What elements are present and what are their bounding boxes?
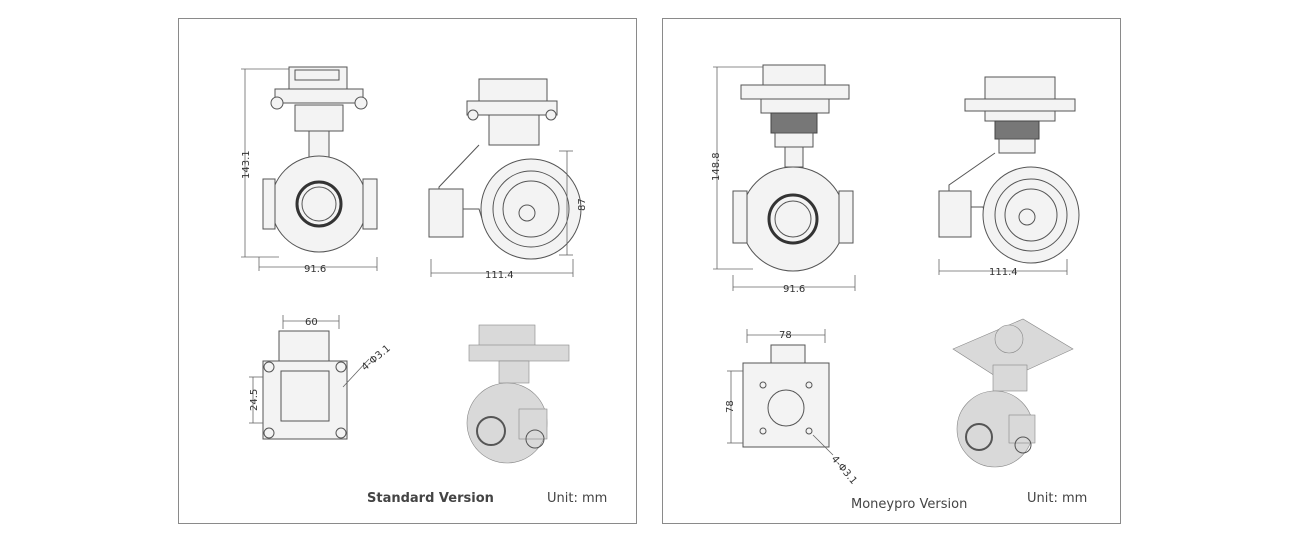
moneypro-version-drawings: 148.8 91.6 111.4 bbox=[711, 64, 1080, 487]
mp-height-dim: 148.8 bbox=[711, 152, 722, 181]
std-height-dim: 143.1 bbox=[241, 150, 252, 179]
side-view bbox=[938, 76, 1080, 275]
standard-version-panel: 143.1 91.6 87 111.4 bbox=[178, 18, 637, 524]
moneypro-version-panel: 148.8 91.6 111.4 bbox=[662, 18, 1121, 524]
mp-side-width-dim: 111.4 bbox=[989, 267, 1018, 278]
std-side-height-dim: 87 bbox=[577, 198, 588, 211]
standard-version-drawings: 143.1 91.6 87 111.4 bbox=[241, 66, 588, 464]
mp-top-height-dim: 78 bbox=[725, 400, 736, 413]
front-view bbox=[241, 66, 378, 271]
std-top-width-dim: 60 bbox=[305, 317, 318, 328]
mp-holes-dim: 4-Φ3.1 bbox=[829, 454, 859, 487]
std-holes-dim: 4-Φ3.1 bbox=[360, 343, 393, 373]
std-top-height-dim: 24.5 bbox=[249, 389, 260, 411]
top-view bbox=[727, 329, 834, 456]
isometric-view bbox=[952, 318, 1074, 468]
std-side-width-dim: 111.4 bbox=[485, 270, 514, 281]
mp-front-width-dim: 91.6 bbox=[783, 284, 805, 295]
std-caption: Standard Version bbox=[367, 491, 494, 506]
mp-unit: Unit: mm bbox=[1027, 491, 1088, 506]
mp-top-width-dim: 78 bbox=[779, 330, 792, 341]
std-front-width-dim: 91.6 bbox=[304, 264, 326, 275]
front-view bbox=[713, 64, 856, 291]
side-view bbox=[428, 78, 582, 277]
top-view bbox=[249, 315, 370, 440]
mp-caption: Moneypro Version bbox=[851, 497, 968, 512]
std-unit: Unit: mm bbox=[547, 491, 608, 506]
isometric-view bbox=[466, 324, 570, 464]
